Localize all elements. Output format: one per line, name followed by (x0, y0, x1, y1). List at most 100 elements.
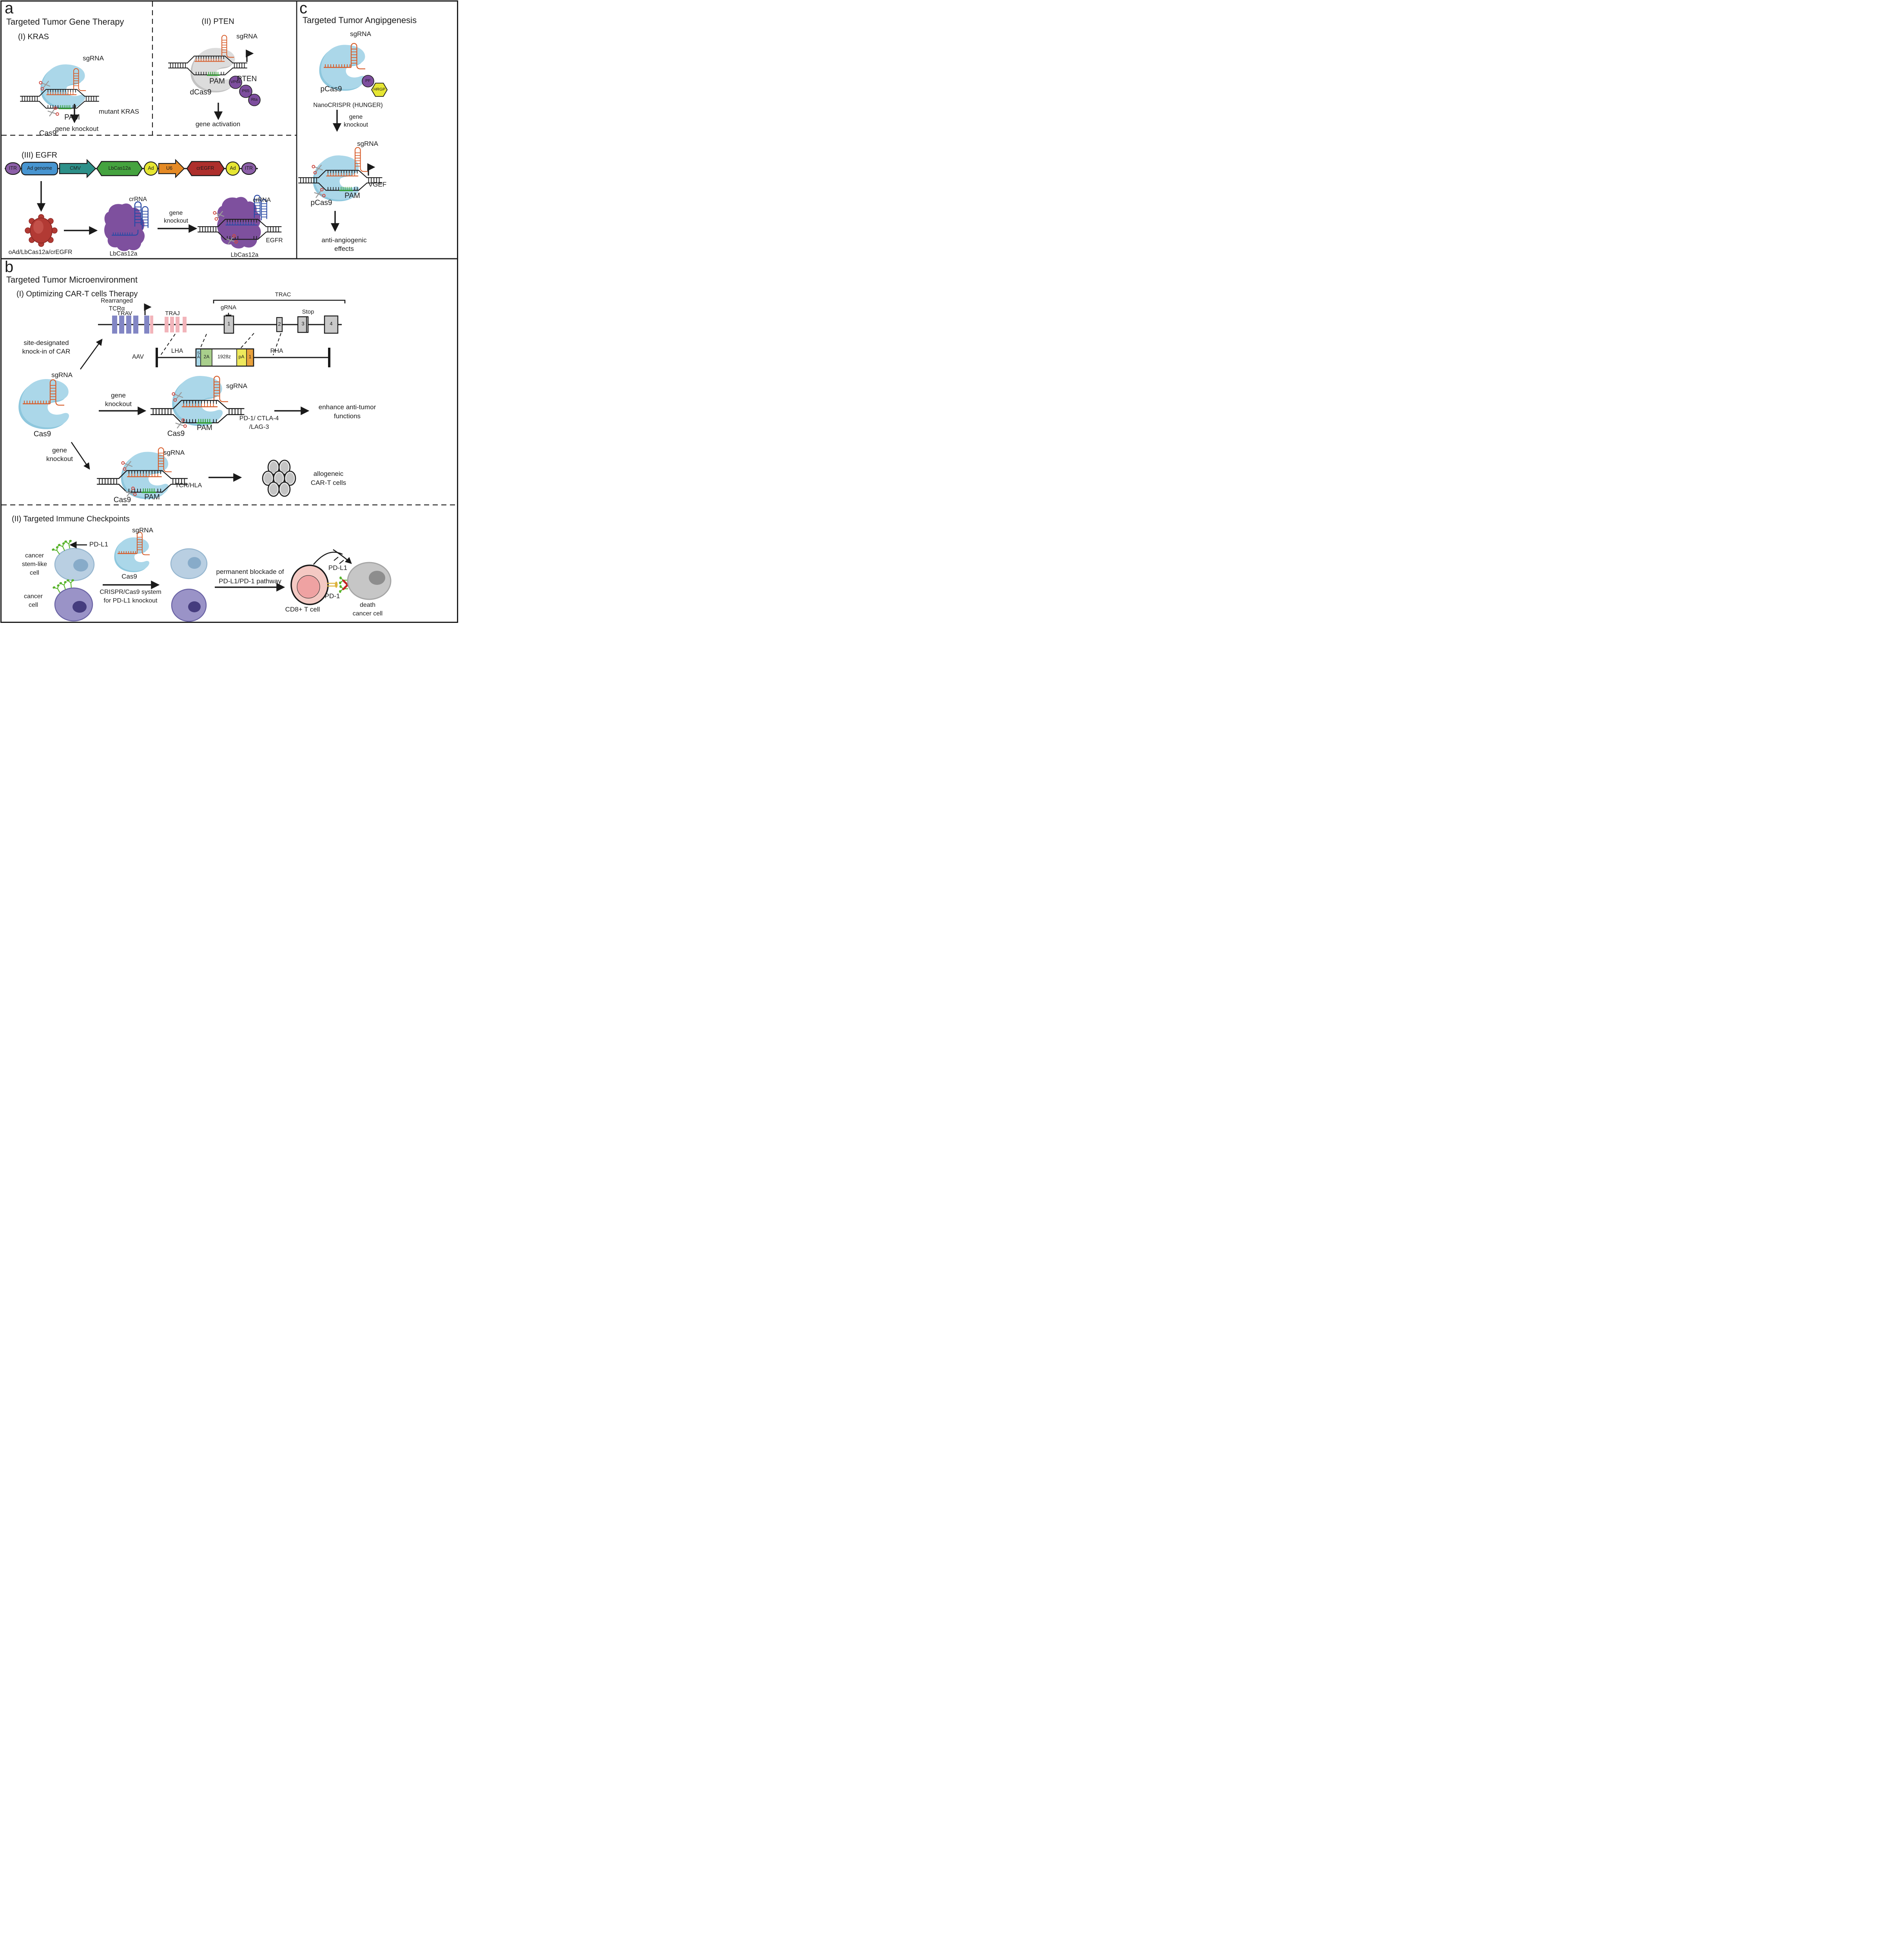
ad-right-shape (225, 161, 240, 176)
p2a-box (201, 349, 212, 366)
knockin-arrow (80, 338, 103, 370)
c-outcome-line2: effects (334, 245, 354, 252)
cp-cas9-label: Cas9 (121, 573, 137, 580)
exon3-label: 3 (301, 321, 305, 327)
panel-b-tag: b (5, 258, 14, 276)
trac-label: TRAC (275, 291, 291, 298)
stem-line1: cancer (25, 552, 44, 559)
sa-box (196, 349, 201, 366)
c-sgrna-top-label: sgRNA (350, 30, 371, 38)
checkpoint-diagram (51, 532, 392, 622)
pten-dcas9-label: dCas9 (190, 88, 212, 96)
construct-u6: U6 (166, 165, 172, 171)
pten-diagram (168, 34, 261, 120)
death-line2: cancer cell (352, 610, 383, 617)
low-knockout-arrow (71, 442, 90, 470)
lbcas12a-protein (104, 203, 145, 251)
c-knockout-line2: knockout (343, 122, 368, 128)
hrgp-domain (371, 83, 388, 97)
pcas9-top-label: pCas9 (320, 85, 342, 93)
stop-label: Stop (302, 309, 314, 315)
p2a-label: 2A (203, 354, 210, 359)
death-line1: death (359, 602, 376, 608)
panel-a-title: Targeted Tumor Gene Therapy (6, 17, 124, 27)
c-pam-label: PAM (344, 192, 360, 200)
grna-label: gRNA (220, 304, 237, 311)
traj-segment (165, 317, 169, 332)
rearranged-line1: Rearranged (101, 298, 133, 304)
cancer-stem-cell (51, 539, 95, 581)
ko-low-line1: gene (52, 446, 67, 454)
c-outcome-line1: anti-angiogenic (321, 236, 367, 244)
panel-c-title: Targeted Tumor Angipgenesis (303, 15, 417, 25)
cd1928z-box (212, 349, 237, 366)
traj-segment (176, 317, 179, 332)
angiogenesis-diagram (298, 43, 388, 232)
ko-low-line2: knockout (46, 455, 73, 463)
egfr-knockout-line1: gene (169, 210, 183, 216)
construct-ad-1: Ad (148, 165, 154, 171)
cart-heading: (I) Optimizing CAR-T cells Therapy (16, 290, 138, 298)
pf-domain (362, 75, 374, 87)
crrna-label-2: crRNA (253, 197, 271, 203)
trav-label: TRAV (117, 310, 132, 317)
exon-4 (324, 315, 339, 334)
kras-sgrna-label: sgRNA (83, 54, 104, 62)
cd1928z-label: 1928z (217, 354, 231, 359)
p65-domain (239, 85, 252, 98)
cancer-line1: cancer (24, 593, 43, 600)
death-cancer-cell (347, 562, 392, 600)
tcr-locus-diagram (98, 299, 346, 367)
lbcas12a-label-1: LbCas12a (109, 250, 138, 257)
pdl1-left-label: PD-L1 (89, 541, 109, 548)
b-cas9-left-label: Cas9 (33, 430, 51, 438)
virus-label: oAd/LbCas12a/crEGFR (8, 249, 73, 256)
rta-domain (248, 94, 261, 106)
itr-right-shape (241, 162, 257, 175)
tcr-hla-label: TCR/HLA (175, 482, 202, 489)
cart-editing-diagram (18, 338, 310, 499)
kras-heading: (I) KRAS (18, 33, 49, 41)
sa-label: SA (197, 351, 200, 360)
blockade-line2: PD-L1/PD-1 pathway (219, 577, 281, 585)
aav-right-bar (328, 348, 330, 367)
ko-mid-line2: knockout (105, 400, 132, 408)
virus-icon (24, 214, 58, 247)
construct-itr-left: ITR (9, 165, 17, 171)
egfr-knockout-line2: knockout (163, 218, 189, 224)
exon-1 (223, 315, 234, 334)
b-cas9-low-label: Cas9 (113, 496, 131, 504)
pa-label: pA (238, 354, 245, 359)
pd1-receptor-icon (335, 581, 338, 588)
egfr-gene-label: EGFR (266, 237, 283, 244)
vp64-label: VP64 (230, 80, 241, 84)
knockin-line2: knock-in of CAR (22, 348, 71, 355)
stem-line2: stem-like (22, 561, 47, 568)
cell-cluster (262, 459, 296, 497)
kras-mutant-label: mutant KRAS (99, 108, 139, 115)
promoter-arrow-icon (145, 307, 150, 315)
trav-segment (119, 316, 124, 334)
construct-cmv: CMV (70, 165, 81, 171)
system-line1: CRISPR/Cas9 system (100, 589, 161, 595)
cd8-label: CD8+ T cell (285, 606, 320, 613)
c-knockout-line1: gene (349, 114, 363, 120)
trav-segment (144, 316, 149, 334)
lbcas12a-shape (96, 161, 143, 176)
traj-segment (170, 317, 174, 332)
hrgp-label: HRGP (373, 87, 386, 92)
outcome-mid-line1: enhance anti-tumor (318, 403, 376, 411)
egfr-diagram (5, 159, 282, 251)
outcome-mid-line2: functions (334, 412, 361, 420)
traj-segment (183, 317, 187, 332)
lbcas12a-label-2: LbCas12a (230, 252, 259, 258)
edited-stem-cell (170, 548, 208, 579)
vp64-domain (229, 76, 242, 89)
pd1-label: PD-1 (325, 592, 340, 600)
trav-segment (133, 316, 138, 334)
exon-2 (276, 317, 283, 332)
panel-a-tag: a (5, 0, 14, 17)
outcome-low-line1: allogeneic (313, 470, 344, 477)
cregfr-shape (186, 161, 225, 176)
exon1-box (247, 349, 254, 366)
